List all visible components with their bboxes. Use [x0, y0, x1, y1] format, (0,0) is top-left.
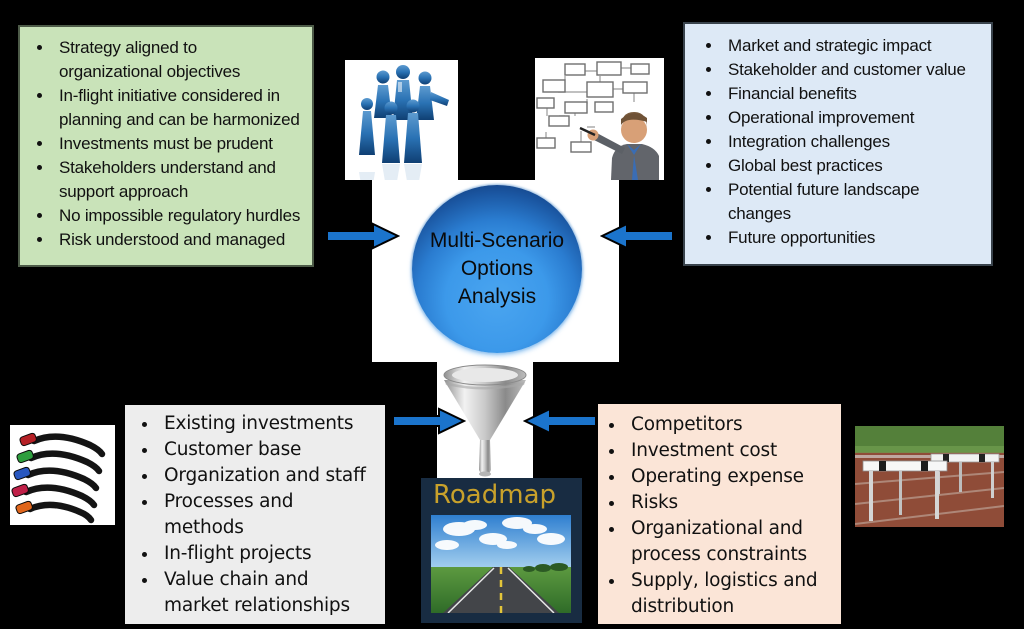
business-team-image: [345, 60, 458, 180]
roadmap-box: Roadmap: [421, 478, 582, 623]
hurdles-image: [855, 426, 1004, 527]
bullet-item: Market and strategic impact: [723, 34, 985, 58]
impact-criteria-list: Market and strategic impactStakeholder a…: [697, 34, 985, 250]
bullet-item: Risks: [626, 490, 833, 516]
central-title-line2: Options: [460, 257, 534, 280]
central-circle: Multi-Scenario Options Analysis: [412, 185, 582, 353]
bullet-item: Financial benefits: [723, 82, 985, 106]
bullet-item: Investment cost: [626, 438, 833, 464]
road-image: [431, 515, 571, 614]
current-state-list: Existing investmentsCustomer baseOrganiz…: [125, 411, 375, 619]
bullet-item: No impossible regulatory hurdles: [54, 204, 304, 228]
bullet-item: Competitors: [626, 412, 833, 438]
bullet-item: Existing investments: [159, 411, 375, 437]
bullet-item: Value chain and market relationships: [159, 567, 375, 619]
impact-criteria-box: Market and strategic impactStakeholder a…: [683, 22, 993, 266]
strategy-criteria-list: Strategy aligned to organizational objec…: [28, 36, 304, 252]
bullet-item: Strategy aligned to organizational objec…: [54, 36, 304, 84]
bullet-item: Operating expense: [626, 464, 833, 490]
bullet-item: Investments must be prudent: [54, 132, 304, 156]
bullet-item: Processes and methods: [159, 489, 375, 541]
flowchart-icon: [536, 61, 659, 180]
central-title: Multi-Scenario Options Analysis: [430, 227, 564, 311]
bullet-item: Future opportunities: [723, 226, 985, 250]
roadmap-label: Roadmap: [433, 480, 557, 510]
bullet-item: Potential future landscape changes: [723, 178, 985, 226]
flowchart-man-image: [535, 58, 664, 180]
arrow-left-icon: [600, 222, 674, 250]
gear-levers-image: [10, 425, 115, 525]
strategy-criteria-box: Strategy aligned to organizational objec…: [18, 25, 314, 267]
funnel-icon: [443, 364, 527, 477]
bullet-item: Organizational and process constraints: [626, 516, 833, 568]
bullet-item: Customer base: [159, 437, 375, 463]
open-road-icon: [431, 515, 571, 614]
hurdles-icon: [855, 426, 1004, 527]
bullet-item: Supply, logistics and distribution: [626, 568, 833, 620]
bullet-item: Risk understood and managed: [54, 228, 304, 252]
bullet-item: In-flight initiative considered in plann…: [54, 84, 304, 132]
bullet-item: Stakeholders understand and support appr…: [54, 156, 304, 204]
bullet-item: Operational improvement: [723, 106, 985, 130]
bullet-item: Integration challenges: [723, 130, 985, 154]
business-team-silhouettes-icon: [359, 65, 449, 180]
central-title-line1: Multi-Scenario: [429, 229, 565, 252]
man-figure: [579, 112, 659, 180]
arrow-left-icon: [523, 407, 597, 435]
bullet-item: Stakeholder and customer value: [723, 58, 985, 82]
current-state-box: Existing investmentsCustomer baseOrganiz…: [125, 405, 385, 624]
arrow-right-icon: [326, 222, 400, 250]
bullet-item: Global best practices: [723, 154, 985, 178]
gear-levers-icon: [11, 432, 106, 524]
bullet-item: Organization and staff: [159, 463, 375, 489]
central-title-line3: Analysis: [457, 285, 537, 308]
constraints-box: CompetitorsInvestment costOperating expe…: [598, 404, 841, 624]
bullet-item: In-flight projects: [159, 541, 375, 567]
hurdle-front: [862, 460, 948, 521]
arrow-right-icon: [392, 407, 466, 435]
constraints-list: CompetitorsInvestment costOperating expe…: [600, 412, 833, 620]
